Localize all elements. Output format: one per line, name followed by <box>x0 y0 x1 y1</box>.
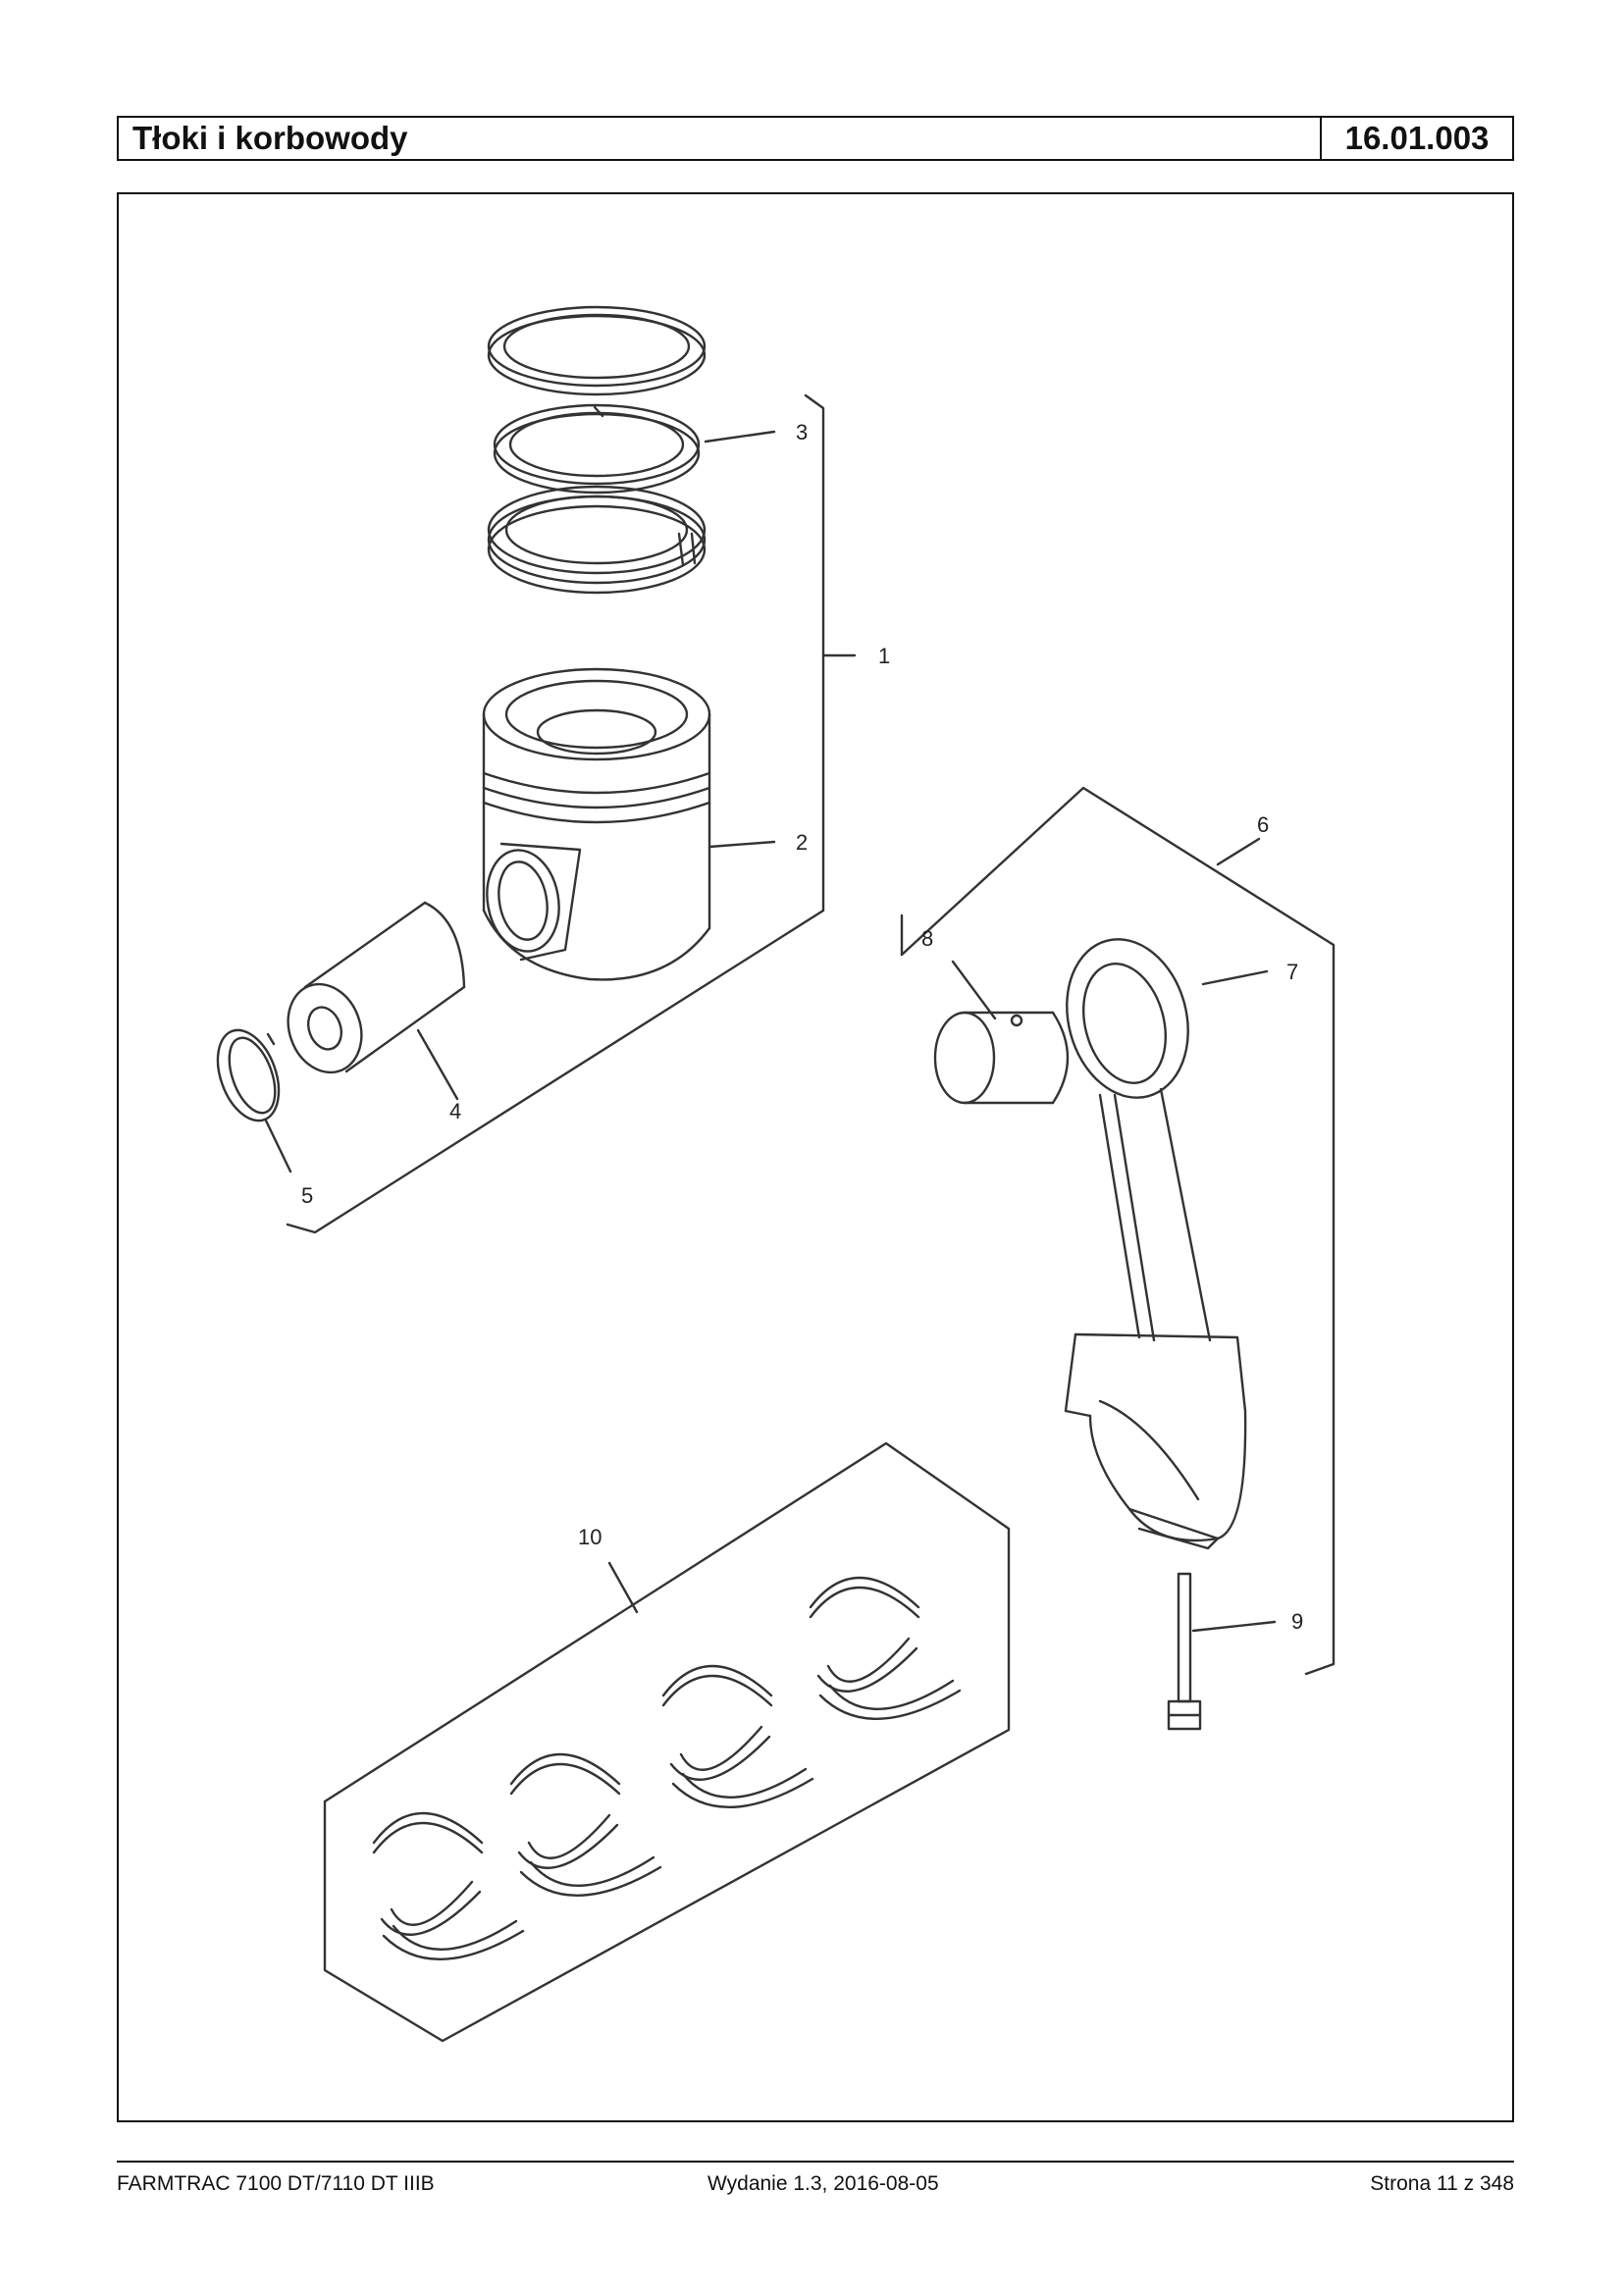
section-code: 16.01.003 <box>1320 118 1512 159</box>
footer-page-number: Strona 11 z 348 <box>1370 2172 1514 2195</box>
piston-drawing <box>482 667 711 981</box>
connecting-rod-drawing <box>1064 938 1247 1550</box>
callout-9: 9 <box>1291 1609 1303 1634</box>
exploded-diagram-frame: 3 1 2 4 5 6 8 7 9 10 <box>117 192 1514 2122</box>
bushing-drawing <box>933 1011 1070 1105</box>
snap-ring-drawing <box>216 1028 281 1122</box>
callout-2: 2 <box>796 830 808 855</box>
exploded-diagram: 3 1 2 4 5 6 8 7 9 10 <box>216 305 1336 2043</box>
footer-edition: Wydanie 1.3, 2016-08-05 <box>707 2172 939 2195</box>
callout-7: 7 <box>1286 960 1298 984</box>
bearing-shells-drawing <box>372 1576 962 1960</box>
bolt-drawing <box>1167 1572 1202 1731</box>
group-1-bracket <box>286 393 825 1234</box>
callout-10: 10 <box>578 1525 602 1549</box>
group-6-bracket <box>900 786 1336 1676</box>
callout-5: 5 <box>301 1183 313 1208</box>
callout-1: 1 <box>878 644 890 668</box>
piston-pin-drawing <box>287 901 466 1074</box>
piston-rings-drawing <box>487 305 707 595</box>
bearing-group-bracket <box>323 1441 1011 2043</box>
footer-model: FARMTRAC 7100 DT/7110 DT IIIB <box>117 2172 435 2195</box>
page-title: Tłoki i korbowody <box>132 120 408 156</box>
callout-8: 8 <box>921 926 933 951</box>
footer-divider <box>117 2161 1514 2163</box>
callout-6: 6 <box>1257 812 1269 837</box>
page-header: Tłoki i korbowody 16.01.003 <box>117 116 1514 161</box>
callout-4: 4 <box>449 1099 461 1123</box>
callout-3: 3 <box>796 420 808 444</box>
